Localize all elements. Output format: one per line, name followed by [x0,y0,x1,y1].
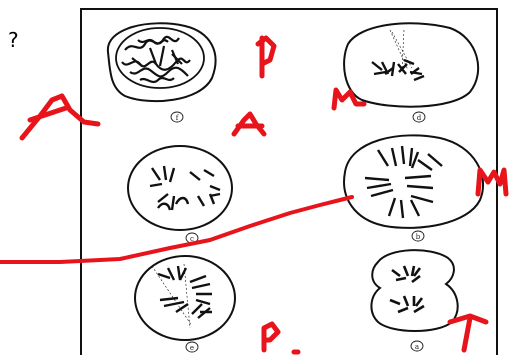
cell-c [127,145,233,231]
handwritten-T [447,313,489,353]
handwritten-M-right [475,167,509,197]
connector-line [0,195,354,264]
panel-label-f: f [176,114,180,122]
panel-label-e: e [190,344,194,352]
cell-a [370,249,459,332]
cell-f [106,22,217,103]
handwritten-P-bottom [261,321,301,355]
cell-e [134,255,236,341]
handwritten-P-top [255,35,277,79]
handwritten-A-large [19,93,101,141]
handwritten-A-small [231,111,267,137]
cell-d [343,22,480,108]
cell-b [343,134,485,229]
panel-label-c: c [190,235,194,243]
panel-label-b: b [416,233,421,241]
question-mark: ? [8,28,19,52]
panel-label-a: a [415,343,419,351]
handwritten-M-top [331,87,367,111]
panel-label-d: d [417,114,422,122]
